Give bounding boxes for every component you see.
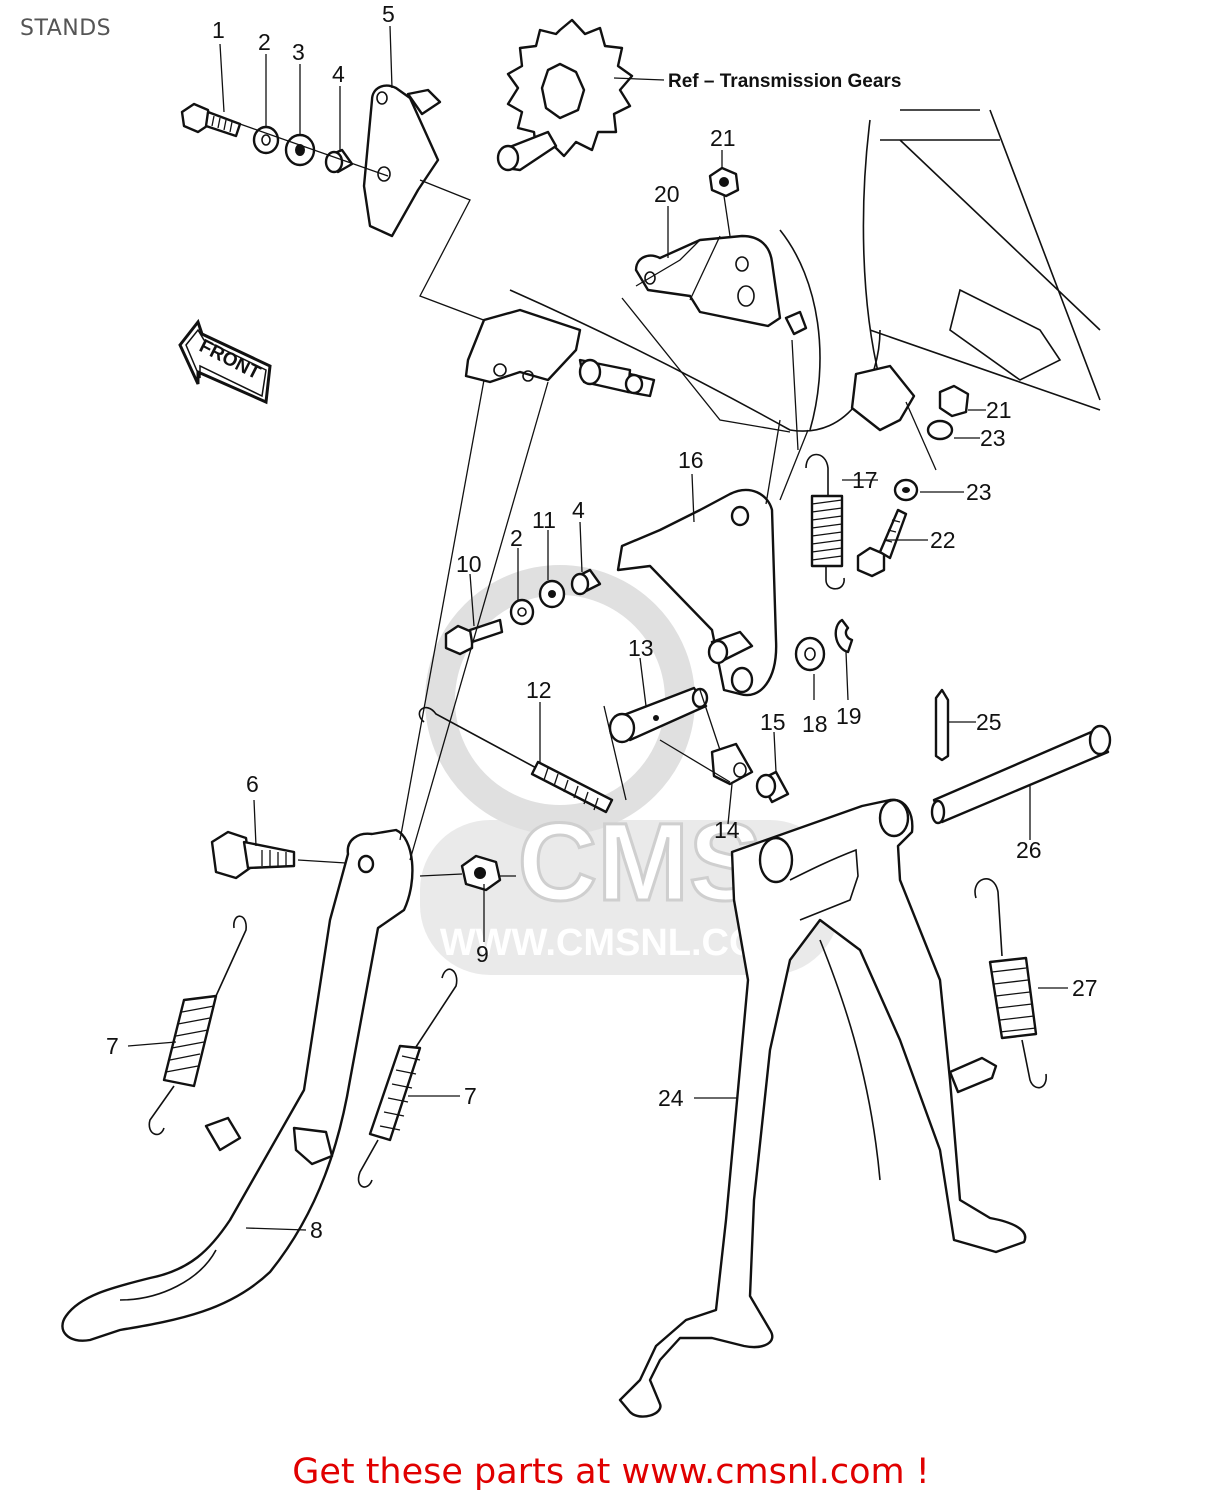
callout-13: 13 bbox=[628, 635, 654, 661]
nut-21-upper bbox=[708, 166, 740, 198]
bolt-1 bbox=[180, 102, 242, 138]
callout-19: 19 bbox=[836, 703, 862, 729]
callout-3: 3 bbox=[292, 39, 305, 65]
callout-2-mid: 2 bbox=[510, 525, 523, 551]
callout-7-right: 7 bbox=[464, 1083, 477, 1109]
callout-23-lower: 23 bbox=[966, 479, 992, 505]
bracket-5 bbox=[362, 84, 442, 238]
bolt-10 bbox=[444, 618, 504, 656]
watermark-brand: CMS bbox=[518, 801, 762, 924]
washer-23-upper bbox=[926, 419, 954, 441]
callout-26: 26 bbox=[1016, 837, 1042, 863]
washer-2-mid bbox=[509, 598, 535, 626]
callout-11: 11 bbox=[532, 507, 556, 533]
washer-23-lower bbox=[893, 478, 919, 502]
callout-20: 20 bbox=[654, 181, 680, 207]
callout-8: 8 bbox=[310, 1217, 323, 1243]
bracket-20 bbox=[634, 234, 808, 336]
callout-9: 9 bbox=[476, 941, 489, 967]
front-arrow: FRONT bbox=[178, 318, 272, 405]
sprocket bbox=[496, 18, 634, 172]
callout-15: 15 bbox=[760, 709, 786, 735]
callout-16: 16 bbox=[678, 447, 704, 473]
nut-21-lower bbox=[938, 384, 970, 418]
washer-18 bbox=[794, 636, 826, 672]
callout-4-mid: 4 bbox=[572, 497, 585, 523]
callout-14: 14 bbox=[714, 817, 740, 843]
rod-12 bbox=[418, 706, 614, 814]
cotter-pin-25 bbox=[934, 688, 950, 762]
callout-1: 1 bbox=[212, 17, 225, 43]
callout-17: 17 bbox=[852, 467, 878, 493]
callout-27: 27 bbox=[1072, 975, 1098, 1001]
page-title: STANDS bbox=[20, 16, 112, 41]
callout-6: 6 bbox=[246, 771, 259, 797]
footer-link-text[interactable]: Get these parts at www.cmsnl.com ! bbox=[292, 1452, 930, 1492]
bolt-22 bbox=[856, 508, 908, 578]
callout-leaders bbox=[127, 25, 1068, 1231]
transmission-ref-note: Ref – Transmission Gears bbox=[668, 71, 901, 92]
callout-5: 5 bbox=[382, 1, 395, 27]
callout-21-right: 21 bbox=[986, 397, 1012, 423]
spring-7-right bbox=[357, 968, 458, 1188]
clip-19 bbox=[834, 618, 854, 654]
callout-4-top: 4 bbox=[332, 61, 345, 87]
callout-22: 22 bbox=[930, 527, 956, 553]
callout-21-top: 21 bbox=[710, 125, 736, 151]
washer-2 bbox=[252, 125, 280, 155]
watermark-url: WWW.CMSNL.COM bbox=[440, 922, 790, 964]
collar-4 bbox=[324, 148, 354, 174]
callout-12: 12 bbox=[526, 677, 552, 703]
link-arm-16 bbox=[616, 488, 778, 697]
callout-2-top: 2 bbox=[258, 29, 271, 55]
nut-9 bbox=[460, 854, 502, 892]
callout-25: 25 bbox=[976, 709, 1002, 735]
callout-10: 10 bbox=[456, 551, 482, 577]
bolt-6 bbox=[210, 830, 296, 880]
callout-24: 24 bbox=[658, 1085, 684, 1111]
callout-23-upper: 23 bbox=[980, 425, 1006, 451]
collar-4-mid bbox=[570, 568, 602, 596]
stand-mount-bracket bbox=[464, 308, 656, 398]
frame-plate bbox=[850, 364, 916, 432]
callout-18: 18 bbox=[802, 711, 828, 737]
part-14 bbox=[710, 742, 754, 786]
washer-11 bbox=[538, 579, 566, 609]
center-stand-24 bbox=[618, 798, 1027, 1418]
spring-17 bbox=[805, 453, 845, 590]
pivot-shaft-26 bbox=[930, 724, 1112, 825]
callout-7-left: 7 bbox=[106, 1033, 119, 1059]
leader-lines bbox=[399, 77, 937, 861]
washer-3 bbox=[284, 133, 316, 167]
spring-27 bbox=[974, 878, 1047, 1089]
spring-7-left bbox=[148, 915, 247, 1136]
side-stand-8 bbox=[61, 828, 414, 1342]
collar-15 bbox=[755, 770, 790, 804]
